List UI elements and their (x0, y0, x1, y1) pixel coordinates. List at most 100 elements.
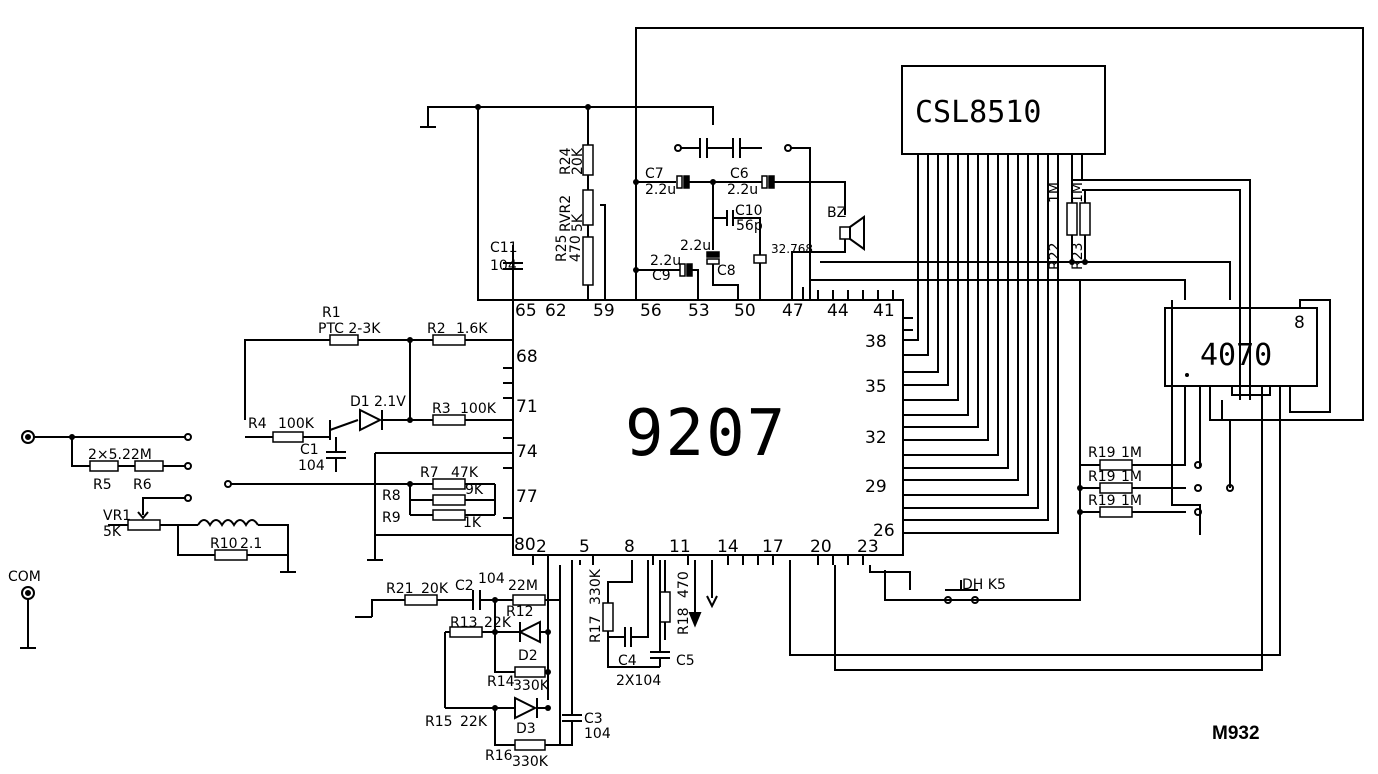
resistor-r22-r23: R22 R23 1M 1M (820, 179, 1251, 400)
label: 2.1V (374, 394, 406, 410)
label: R5 (93, 477, 112, 493)
label: 470 (568, 235, 584, 262)
resistor-r24-rvr2-r25: R24 20K RVR2 5K R25 470 (554, 107, 606, 300)
pin-label: 17 (762, 537, 784, 557)
capacitor-c11: C11 104 (490, 240, 523, 300)
label: PTC 2-3K (318, 321, 381, 337)
label: R23 (1070, 242, 1086, 270)
label: D2 (518, 648, 538, 664)
pin-label: 23 (857, 537, 879, 557)
pin-label: 47 (782, 301, 804, 321)
label: R21 (386, 581, 414, 597)
label: R19 (1088, 445, 1116, 461)
label: 56p (736, 218, 763, 234)
label: R14 (487, 674, 515, 690)
left-network: R1 PTC 2-3K R2 1.6K D1 2.1V R3 100K R4 1… (8, 305, 513, 649)
label: R4 (248, 416, 267, 432)
pin-label: 44 (827, 301, 849, 321)
label: 104 (490, 258, 517, 274)
label: 104 (298, 458, 325, 474)
label: R2 (427, 321, 446, 337)
buzzer-bz: BZ (791, 205, 865, 300)
pin-label: 2 (536, 537, 547, 557)
label: R7 (420, 465, 439, 481)
label: 2.2u (650, 253, 681, 269)
pin-label: 20 (810, 537, 832, 557)
label: RVR2 (558, 195, 574, 232)
pin-label: 41 (873, 301, 895, 321)
resistor-r7-r8-r9: R7 47K R8 9K R9 1K (224, 452, 514, 561)
pin-label: 50 (734, 301, 756, 321)
label: C4 (618, 653, 637, 669)
label: R19 (1088, 469, 1116, 485)
pin-label: 5 (579, 537, 590, 557)
label: 1.6K (456, 321, 488, 337)
label: 100K (278, 416, 315, 432)
label: BZ (827, 205, 846, 221)
label: 100K (460, 401, 497, 417)
label: R6 (133, 477, 152, 493)
ic-csl8510-label: CSL8510 (915, 95, 1041, 130)
label: 1M (1121, 469, 1142, 485)
label: C8 (717, 263, 736, 279)
label: R15 (425, 714, 453, 730)
pin-label: 59 (593, 301, 615, 321)
label: R19 (1088, 493, 1116, 509)
label: D3 (516, 721, 536, 737)
pin-label: 14 (717, 537, 739, 557)
pin-label: 53 (688, 301, 710, 321)
pin-label: 26 (873, 521, 895, 541)
label: R25 (554, 234, 570, 262)
com-label: COM (8, 569, 41, 585)
label: 1M (1070, 182, 1086, 203)
label: R22 (1047, 242, 1063, 270)
label: 2.2u (727, 182, 758, 198)
pin-label: 29 (865, 477, 887, 497)
pin-label: 74 (516, 442, 538, 462)
pin-label: 38 (865, 332, 887, 352)
label: 1M (1121, 445, 1142, 461)
label: 22K (460, 714, 488, 730)
pin-label: 71 (516, 397, 538, 417)
pin-label: 65 (515, 301, 537, 321)
oscillator-section: C10 56p 32.768 2.2u C8 2.2u C9 (633, 182, 813, 300)
pin-label: 11 (669, 537, 691, 557)
label: 330K (588, 568, 604, 605)
label: R24 (558, 147, 574, 175)
ic-9207-label: 9207 (625, 397, 787, 471)
label: 2.2u (680, 238, 711, 254)
ic-4070-pin-label: 8 (1294, 313, 1305, 333)
label: C9 (652, 268, 671, 284)
label: 1M (1121, 493, 1142, 509)
bottom-left-network: R21 20K C2 104 22M R12 R13 22K D2 R14 33… (355, 560, 611, 770)
label: R16 (485, 748, 513, 764)
top-bus (420, 104, 714, 301)
label: 5K (570, 213, 586, 232)
label: R17 (588, 615, 604, 643)
label: R10 (210, 536, 238, 552)
pin-label: 62 (545, 301, 567, 321)
label: 20K (570, 147, 586, 175)
label: 1M (1047, 182, 1063, 203)
ic-4070-label: 4070 (1200, 338, 1272, 373)
label: C7 (645, 166, 664, 182)
label: R9 (382, 510, 401, 526)
label: C6 (730, 166, 749, 182)
label: 330K (512, 754, 549, 770)
label: 20K (421, 581, 449, 597)
label: 1K (463, 515, 482, 531)
label: 104 (478, 571, 505, 587)
ic-9207: 9207 65 62 59 56 53 50 47 44 41 68 71 74… (503, 287, 913, 565)
label: 2.1 (240, 536, 262, 552)
label: C5 (676, 653, 695, 669)
pin-label: 8 (624, 537, 635, 557)
label: 22K (484, 615, 512, 631)
label: DH K5 (962, 577, 1006, 593)
label: C2 (455, 578, 474, 594)
pin-label: 56 (640, 301, 662, 321)
label: D1 (350, 394, 370, 410)
label: 2X104 (616, 673, 661, 689)
label: 9K (465, 482, 484, 498)
bottom-mid-network: R17 330K C4 C5 2X104 R18 470 (588, 560, 718, 689)
label: 47K (451, 465, 479, 481)
